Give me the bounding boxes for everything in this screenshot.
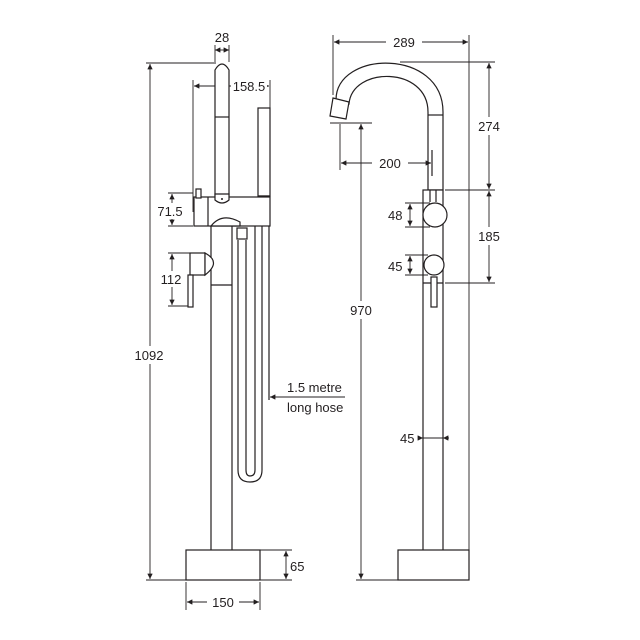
- dim-label-overall-height: 1092: [135, 348, 164, 363]
- hose-note-line1: 1.5 metre: [287, 380, 342, 395]
- lever-body: [189, 252, 206, 276]
- hand-shower: [257, 107, 271, 197]
- dim-label-spout-height: 274: [478, 119, 500, 134]
- hose: [237, 226, 263, 483]
- lower-knob[interactable]: [423, 254, 445, 276]
- dim-label-spout-width: 289: [393, 35, 415, 50]
- dim-label-base-width: 150: [212, 595, 234, 610]
- side-view: 1092 28 158.5: [132, 30, 345, 610]
- dim-label-pipe-diameter: 45: [400, 431, 414, 446]
- lever-handle-front[interactable]: [430, 276, 438, 308]
- front-view: 289 274 185 200 970 48: [329, 34, 506, 581]
- base-front: [397, 549, 470, 581]
- dim-label-body-height-front: 185: [478, 229, 500, 244]
- hose-connector: [236, 227, 248, 240]
- dim-label-lever-height: 112: [161, 272, 182, 287]
- dim-label-lower-knob: 45: [388, 259, 402, 274]
- riser-pipe-front: [422, 189, 444, 552]
- upper-knob[interactable]: [422, 202, 448, 228]
- hose-note-line2: long hose: [287, 400, 343, 415]
- riser-pipe: [210, 223, 233, 552]
- dim-label-outlet-height: 970: [350, 303, 372, 318]
- base: [185, 549, 261, 581]
- slide-rail: [214, 63, 230, 196]
- dim-label-base-height: 65: [290, 559, 304, 574]
- dim-label-rail-width: 28: [215, 30, 229, 45]
- spout-outlet: [329, 97, 350, 120]
- dim-label-spout-reach: 200: [379, 156, 401, 171]
- dim-label-body-height: 71.5: [157, 204, 182, 219]
- dim-label-upper-knob: 48: [388, 208, 402, 223]
- lever-handle[interactable]: [187, 274, 194, 308]
- dim-label-shower-projection: 158.5: [233, 79, 266, 94]
